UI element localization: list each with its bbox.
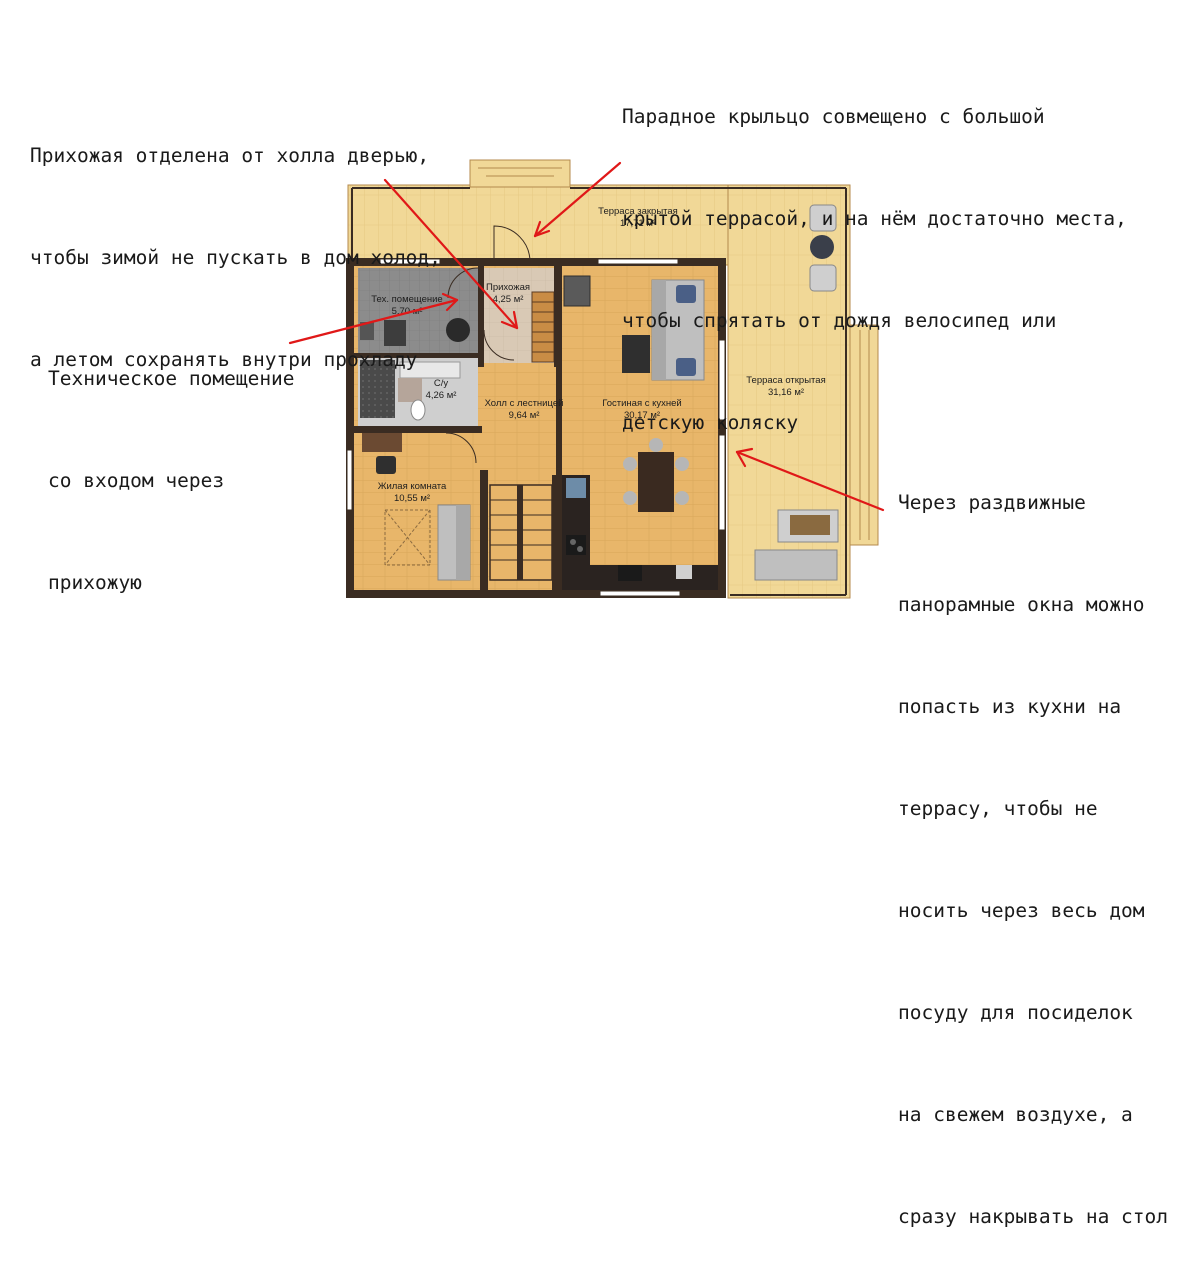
annotation-line: сразу накрывать на стол (898, 1205, 1169, 1228)
annotation-line: террасу, чтобы не (898, 797, 1098, 820)
bedroom-name: Жилая комната (378, 481, 447, 492)
annotation-porch: Парадное крыльцо совмещено с большой кры… (622, 32, 1127, 474)
staircase-lower (489, 484, 553, 581)
arrow-windows (735, 447, 885, 512)
arrow-porch (533, 161, 622, 238)
bedroom-desk (362, 432, 402, 474)
arrows (288, 161, 885, 512)
stair-hall-name: Холл с лестницей (485, 398, 564, 409)
annotation-tech-room: Техническое помещение со входом через пр… (48, 294, 295, 634)
annotation-line: Через раздвижные (898, 491, 1086, 514)
hallway-name: Прихожая (486, 282, 530, 293)
terrace-open-area: 31,16 м² (768, 387, 804, 398)
annotation-line: детскую коляску (622, 411, 799, 434)
annotation-line: попасть из кухни на (898, 695, 1122, 718)
coffee-table (622, 335, 650, 373)
living-kitchen-area: 30,17 м² (624, 410, 660, 421)
terrace-open-name: Терраса открытая (746, 375, 825, 386)
terrace-side-steps (849, 324, 879, 546)
tech-room-name: Тех. помещение (371, 294, 442, 305)
annotation-line: посуду для посиделок (898, 1001, 1133, 1024)
bedroom-area: 10,55 м² (394, 493, 430, 504)
living-kitchen-name: Гостиная с кухней (602, 398, 682, 409)
tech-room-equipment (360, 318, 470, 346)
annotation-line: Парадное крыльцо совмещено с большой (622, 105, 1045, 128)
living-sofa (651, 279, 705, 381)
annotation-line: Прихожая отделена от холла дверью, (30, 144, 430, 167)
annotation-line: Техническое помещение (48, 367, 295, 390)
annotation-line: носить через весь дом (898, 899, 1145, 922)
bathroom-name: С/у (434, 378, 449, 389)
staircase-upper (531, 291, 555, 363)
annotation-hallway-door: Прихожая отделена от холла дверью, чтобы… (30, 71, 441, 411)
annotation-line: чтобы зимой не пускать в дом холод, (30, 246, 441, 269)
arrow-tech-room (288, 292, 459, 345)
bedroom-wardrobe (384, 509, 431, 566)
terrace-railings (351, 187, 847, 596)
dining-table (623, 438, 689, 512)
bedroom-sofa (437, 504, 471, 581)
stair-hall-area: 9,64 м² (509, 410, 540, 421)
bathroom-area: 4,26 м² (426, 390, 457, 401)
fireplace (563, 275, 591, 307)
porch-steps (469, 159, 571, 188)
annotation-line: на свежем воздухе, а (898, 1103, 1133, 1126)
annotation-line: чтобы спрятать от дождя велосипед или (622, 309, 1057, 332)
kitchen-appliances (566, 478, 692, 581)
terrace-closed-area: 17,71 м² (620, 218, 656, 229)
bathroom-fixtures (398, 361, 461, 421)
arrow-hallway-door (383, 178, 519, 330)
floor-plan: Терраса закрытая 17,71 м² Тех. помещение… (288, 159, 885, 599)
shower-area (360, 360, 395, 418)
annotation-line: а летом сохранять внутри прохладу (30, 348, 418, 371)
annotation-line: прихожую (48, 571, 142, 594)
terrace-closed-name: Терраса закрытая (598, 206, 678, 217)
annotation-windows: Через раздвижные панорамные окна можно п… (898, 418, 1168, 1268)
windows (346, 258, 726, 597)
annotation-line: со входом через (48, 469, 225, 492)
hallway-area: 4,25 м² (493, 294, 524, 305)
tech-room-area: 5,70 м² (392, 306, 423, 317)
annotation-line: панорамные окна можно (898, 593, 1145, 616)
walls (346, 258, 726, 598)
terrace-furniture (754, 204, 839, 581)
doors (445, 225, 531, 464)
annotation-line: крытой террасой, и на нём достаточно мес… (622, 207, 1127, 230)
